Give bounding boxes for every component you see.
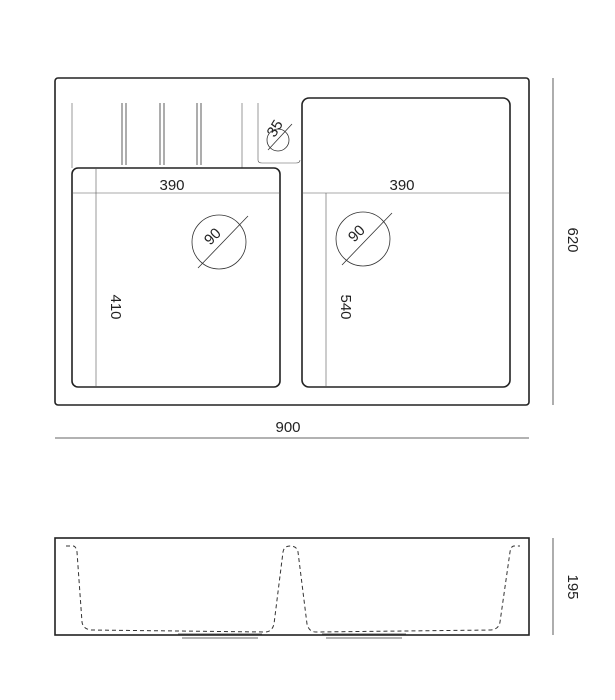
overall-depth-label: 620 bbox=[564, 227, 581, 252]
right-drain-fitting bbox=[322, 633, 406, 639]
sink-outer-outline bbox=[54, 77, 530, 406]
left-bowl-outline bbox=[71, 167, 281, 388]
overall-width-label: 900 bbox=[275, 419, 300, 436]
left-bowl-width-label: 390 bbox=[159, 177, 184, 194]
right-bowl-width-label: 390 bbox=[389, 177, 414, 194]
right-drain-diameter-label: 90 bbox=[345, 222, 369, 246]
drainer-grooves bbox=[71, 103, 243, 168]
tap-hole-diameter-label: 35 bbox=[264, 117, 287, 140]
left-drain-fitting bbox=[178, 633, 262, 639]
right-bowl: 390 540 90 bbox=[301, 97, 511, 388]
right-bowl-depth-label: 540 bbox=[337, 294, 354, 319]
side-height-label: 195 bbox=[564, 574, 581, 599]
left-bowl-profile-hidden bbox=[66, 545, 520, 633]
tap-hole-circle bbox=[266, 128, 290, 152]
side-view: 195 bbox=[54, 537, 581, 639]
left-bowl-depth-label: 410 bbox=[107, 294, 124, 319]
left-drain-diameter-label: 90 bbox=[201, 225, 225, 249]
tap-hole: 35 bbox=[257, 103, 301, 164]
side-view-outline bbox=[54, 537, 530, 636]
right-drain-circle bbox=[335, 211, 391, 267]
right-bowl-outline bbox=[301, 97, 511, 388]
left-bowl: 390 410 90 bbox=[71, 167, 281, 388]
left-drain-circle bbox=[191, 214, 247, 270]
top-view: 35 390 410 90 390 540 90 900 bbox=[54, 77, 581, 439]
